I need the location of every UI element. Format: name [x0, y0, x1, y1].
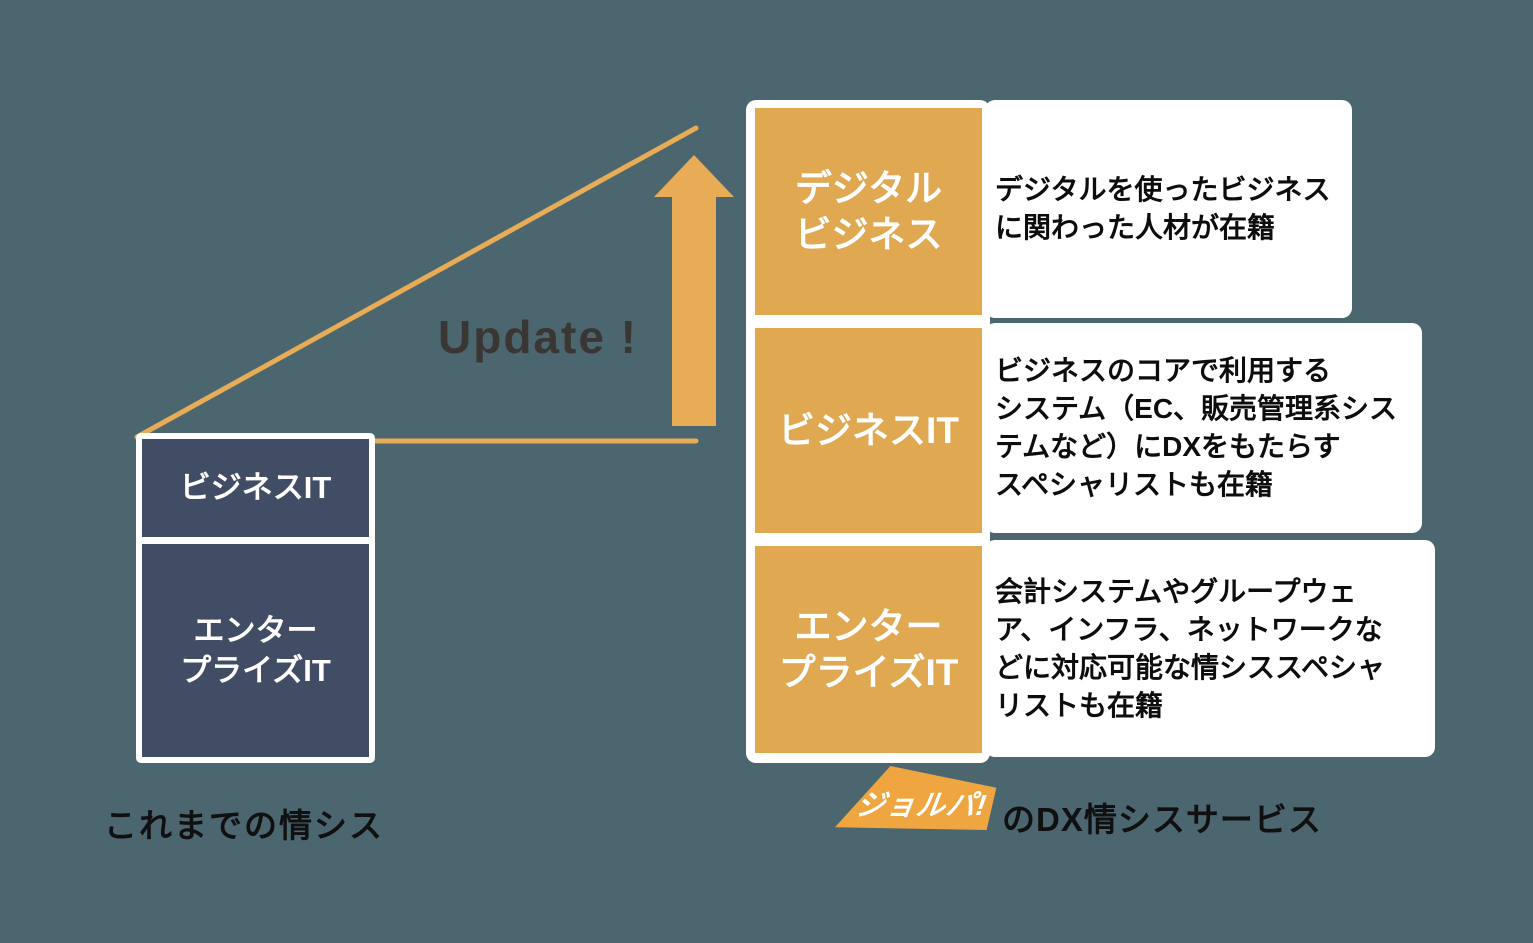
up-arrow-icon	[654, 155, 734, 426]
dx-service-caption: のDX情シスサービス	[1002, 801, 1322, 838]
business-it-panel: ビジネスのコアで利用する システム（EC、販売管理系シス テムなど）にDXをもた…	[985, 323, 1422, 533]
enterprise-it-description: 会計システムやグループウェ ア、インフラ、ネットワークな どに対応可能な情シスス…	[995, 575, 1386, 721]
legacy-stack: ビジネスIT エンター プライズIT	[136, 433, 375, 763]
digital-business-panel: デジタルを使ったビジネス に関わった人材が在籍	[985, 100, 1352, 318]
enterprise-it-panel: 会計システムやグループウェ ア、インフラ、ネットワークな どに対応可能な情シスス…	[985, 540, 1435, 757]
legacy-caption: これまでの情シス	[104, 807, 384, 844]
legacy-business-it-label: ビジネスIT	[179, 470, 332, 505]
rising-line-icon	[134, 125, 699, 440]
legacy-business-it-box: ビジネスIT	[142, 439, 369, 537]
business-it-description: ビジネスのコアで利用する システム（EC、販売管理系シス テムなど）にDXをもた…	[995, 355, 1398, 500]
legacy-enterprise-it-label: エンター プライズIT	[180, 612, 331, 688]
dx-enterprise-it-box: エンター プライズIT	[755, 546, 982, 753]
legacy-enterprise-it-box: エンター プライズIT	[142, 544, 369, 757]
update-label: Update !	[438, 311, 638, 363]
dx-business-it-box: ビジネスIT	[755, 328, 982, 533]
digital-business-description: デジタルを使ったビジネス に関わった人材が在籍	[995, 174, 1331, 243]
dx-digital-business-box: デジタル ビジネス	[755, 108, 982, 315]
